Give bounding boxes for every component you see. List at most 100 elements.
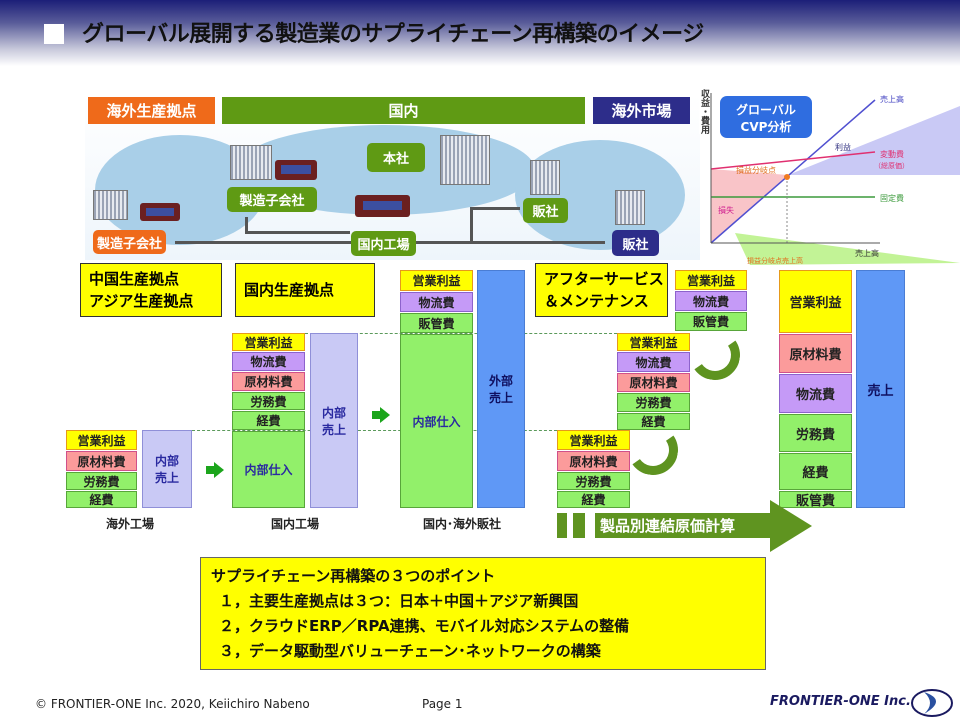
arrow-right-icon	[206, 462, 224, 478]
block-logistics-cost: 物流費	[675, 291, 747, 311]
block-material-cost: 原材料費	[557, 451, 630, 471]
block-logistics-cost: 物流費	[400, 292, 473, 312]
key-points-box: サプライチェーン再構築の３つのポイント １，主要生産拠点は３つ：日本＋中国＋アジ…	[200, 557, 766, 670]
y-axis-label: 収益・費用	[699, 89, 709, 134]
footer-copyright: © FRONTIER-ONE Inc. 2020, Keiichiro Nabe…	[35, 697, 310, 711]
map-land	[515, 140, 685, 250]
block-labor-cost: 労務費	[232, 392, 305, 410]
consolidated-costing-label: 製品別連結原価計算	[600, 517, 736, 535]
breakeven-highlight	[735, 233, 960, 265]
block-labor-cost: 労務費	[557, 472, 630, 490]
breakeven-sales-label: 損益分岐点売上高	[747, 256, 803, 265]
cvp-badge	[720, 96, 812, 138]
office-building-icon	[230, 145, 272, 180]
block-logistics-cost: 物流費	[617, 352, 690, 372]
profit-area	[788, 106, 960, 175]
footer-logo-text: FRONTIER-ONE Inc.	[770, 694, 911, 709]
text: 売上	[154, 471, 179, 485]
breakeven-label: 損益分岐点	[736, 165, 776, 175]
block-logistics-cost: 物流費	[232, 352, 305, 371]
arrow-bar-icon	[557, 513, 567, 538]
variable-cost-line	[710, 151, 876, 170]
block-material-cost: 原材料費	[232, 372, 305, 391]
block-external-sales: 外部売上	[477, 270, 525, 508]
page-title: グローバル展開する製造業のサプライチェーン再構築のイメージ	[82, 22, 704, 47]
block-sales: 売上	[856, 270, 905, 508]
key-point: １，主要生産拠点は３つ：日本＋中国＋アジア新興国	[219, 592, 579, 610]
guide-line	[305, 333, 617, 334]
key-points-heading: サプライチェーン再構築の３つのポイント	[211, 567, 496, 585]
label-line: アジア生産拠点	[89, 292, 194, 310]
block-expense: 経費	[66, 491, 137, 508]
block-operating-profit: 営業利益	[779, 270, 852, 333]
title-bar	[0, 0, 960, 66]
loss-label: 損失	[718, 205, 734, 215]
cvp-badge-line2: CVP分析	[741, 119, 792, 134]
block-operating-profit: 営業利益	[557, 430, 630, 450]
factory-icon	[275, 160, 317, 180]
block-labor-cost: 労務費	[779, 414, 852, 452]
header-domestic: 国内	[222, 97, 585, 124]
factory-icon	[140, 203, 180, 221]
frontier-one-logo-icon	[911, 689, 953, 717]
block-sga-cost: 販管費	[675, 312, 747, 331]
label-domestic-production: 国内生産拠点	[235, 263, 375, 317]
loss-area	[711, 169, 788, 243]
title-bullet-icon	[44, 24, 64, 44]
text: 内部	[321, 405, 346, 420]
block-expense: 経費	[617, 413, 690, 430]
arrow-head-icon	[770, 500, 812, 552]
block-labor-cost: 労務費	[66, 472, 137, 490]
label-line: ＆メンテナンス	[544, 292, 649, 310]
flow-line	[245, 217, 248, 233]
office-building-icon	[615, 190, 645, 225]
node-sales-company-overseas: 販社	[612, 230, 659, 256]
block-logistics-cost: 物流費	[779, 374, 852, 413]
block-operating-profit: 営業利益	[232, 333, 305, 351]
footer-page: Page 1	[422, 697, 463, 711]
office-building-icon	[530, 160, 560, 195]
world-map: 海外生産拠点 国内 海外市場 製造子会社 製造子会社 本社 国内工場 販社 販社	[85, 95, 700, 260]
arrow-bar-icon	[573, 513, 585, 538]
office-building-icon	[440, 135, 490, 185]
block-internal-purchase: 内部仕入	[232, 431, 305, 508]
guide-line	[192, 430, 557, 431]
block-operating-profit: 営業利益	[617, 333, 690, 351]
block-labor-cost: 労務費	[617, 393, 690, 412]
block-material-cost: 原材料費	[66, 451, 137, 471]
caption-domestic-factory: 国内工場	[270, 517, 319, 531]
office-building-icon	[93, 190, 128, 220]
profit-label: 利益	[835, 142, 851, 152]
text: 売上	[488, 391, 513, 405]
variable-cost-note: （総原価）	[874, 161, 909, 170]
block-internal-sales: 内部売上	[310, 333, 358, 508]
block-expense: 経費	[779, 453, 852, 490]
key-point: ３，データ駆動型バリューチェーン･ネットワークの構築	[219, 642, 601, 660]
cvp-badge-line1: グローバル	[736, 102, 796, 117]
block-expense: 経費	[232, 411, 305, 430]
sales-line	[710, 99, 876, 244]
label-line: アフターサービス	[544, 270, 664, 288]
factory-icon	[355, 195, 410, 217]
text: 内部	[154, 454, 179, 468]
block-operating-profit: 営業利益	[675, 270, 747, 290]
consolidated-costing-arrow	[595, 513, 770, 538]
flow-line	[245, 231, 350, 234]
sales-line-label: 売上高	[880, 94, 904, 104]
node-headquarters: 本社	[367, 143, 425, 172]
node-mfg-subsidiary-overseas: 製造子会社	[93, 230, 166, 254]
header-overseas-market: 海外市場	[593, 97, 690, 124]
block-internal-sales: 内部売上	[142, 430, 192, 508]
x-axis-label: 売上高	[855, 248, 879, 258]
flow-line	[470, 207, 473, 243]
block-operating-profit: 営業利益	[66, 430, 137, 450]
block-expense: 経費	[557, 491, 630, 508]
curved-arrow-icon	[686, 326, 744, 384]
block-operating-profit: 営業利益	[400, 270, 473, 291]
header-overseas-production: 海外生産拠点	[88, 97, 215, 124]
caption-sales-companies: 国内･海外販社	[422, 517, 501, 531]
variable-cost-label: 変動費	[880, 149, 904, 159]
node-domestic-factory: 国内工場	[351, 231, 416, 256]
text: 売上	[321, 422, 346, 437]
label-after-service: アフターサービス ＆メンテナンス	[535, 263, 668, 317]
